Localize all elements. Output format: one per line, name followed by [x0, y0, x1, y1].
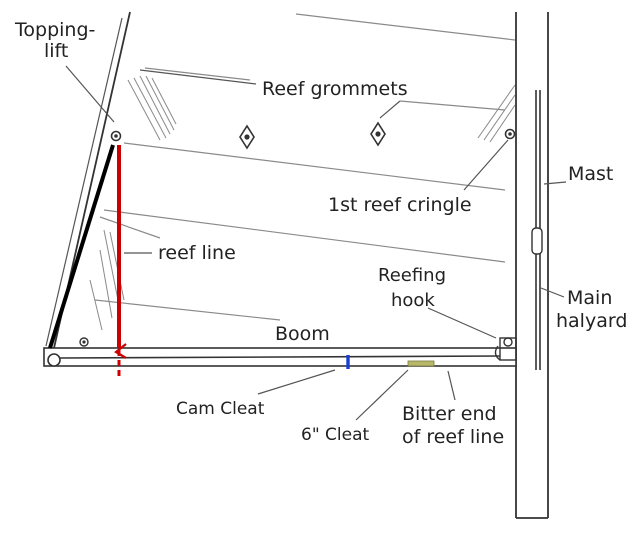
label-six-inch-cleat: 6" Cleat [301, 425, 370, 445]
leech-cringle [110, 130, 122, 142]
label-reef-line: reef line [158, 242, 236, 264]
topping-lift-line [45, 17, 123, 347]
label-first-reef-cringle: 1st reef cringle [328, 194, 472, 216]
sail-seams [94, 13, 516, 321]
label-topping-lift-line1: Topping- [14, 19, 95, 41]
reef-grommet-markers [239, 121, 386, 150]
label-reefing-hook-line1: Reefing [378, 265, 446, 286]
reef-point-hatching [89, 75, 516, 331]
label-main-halyard-line1: Main [567, 287, 612, 309]
boom [43, 347, 517, 367]
label-reef-grommets: Reef grommets [262, 78, 408, 100]
reef-grommet-right [370, 121, 386, 147]
reef-line-black [48, 144, 115, 349]
luff-cringle [504, 128, 516, 140]
label-cam-cleat: Cam Cleat [176, 399, 265, 419]
reef-line-arrow [114, 343, 127, 359]
reef-grommet-left [239, 124, 255, 150]
bitter-end-marker [407, 360, 435, 367]
label-mast: Mast [568, 163, 613, 185]
clew-grommet [79, 337, 89, 347]
mast [515, 12, 549, 519]
label-reefing-hook-line2: hook [391, 290, 435, 311]
gooseneck [494, 337, 517, 361]
halyard-fitting [531, 227, 543, 255]
label-bitter-end-line2: of reef line [402, 426, 504, 448]
label-boom: Boom [275, 323, 330, 345]
label-main-halyard-line2: halyard [556, 310, 627, 332]
label-topping-lift-line2: lift [44, 40, 68, 62]
leader-lines [65, 65, 567, 421]
label-bitter-end-line1: Bitter end [402, 403, 497, 425]
